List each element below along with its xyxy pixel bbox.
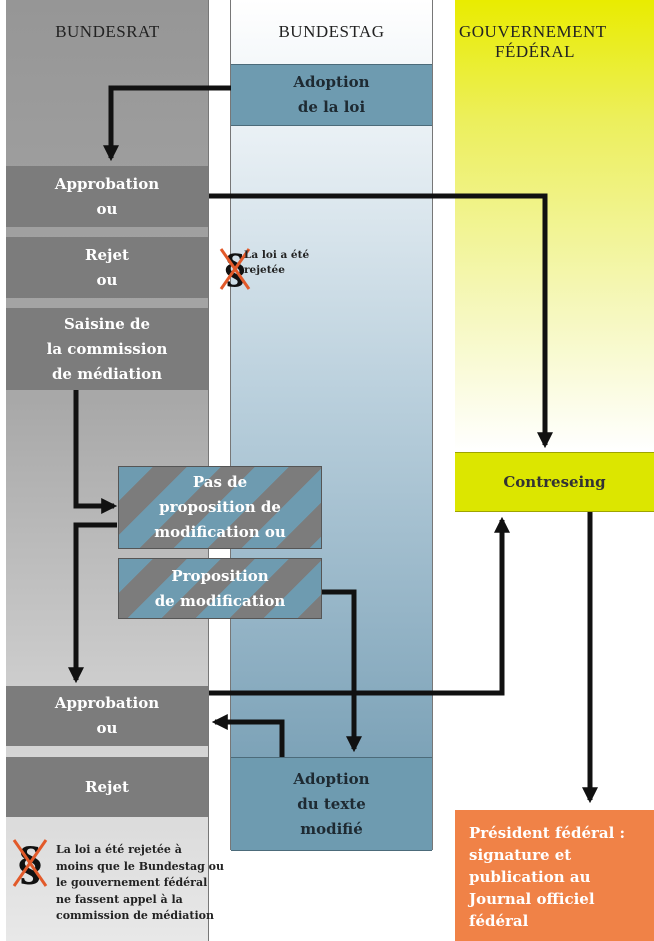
president-box: Président fédéral : signature et publica… — [455, 810, 654, 941]
approbation-box-2: Approbation ou — [6, 686, 208, 746]
rejected-note-long: La loi a été rejetée à moins que le Bund… — [56, 843, 224, 922]
proposition-box: Proposition de modification — [118, 558, 322, 619]
paragraph-crossed-icon: § — [219, 246, 251, 291]
bundestag-column — [230, 0, 433, 850]
arrow-approbation-to-contreseing-2 — [209, 516, 511, 696]
gouvernement-heading: GOUVERNEMENT FÉDÉRAL — [459, 22, 607, 61]
pas-de-proposition-box: Pas de proposition de modification ou — [118, 466, 322, 549]
rejected-note-short: La loi a été rejetée — [244, 249, 310, 276]
gouvernement-column — [455, 0, 654, 452]
rejet-box-1: Rejet ou — [6, 237, 208, 298]
arrow-approbation-to-contreseing — [209, 193, 554, 449]
arrow-mediation-to-approbation — [67, 522, 117, 684]
bundesrat-heading: BUNDESRAT — [55, 22, 160, 41]
arrow-adoption-texte-to-approbation — [211, 713, 285, 757]
contreseing-box: Contreseing — [455, 452, 654, 512]
saisine-box: Saisine de la commission de médiation — [6, 308, 208, 390]
paragraph-crossed-icon: § — [12, 837, 48, 890]
rejet-box-2: Rejet — [6, 757, 208, 817]
approbation-box-1: Approbation ou — [6, 166, 208, 227]
bundestag-heading: BUNDESTAG — [278, 22, 385, 41]
adoption-loi-box: Adoption de la loi — [231, 64, 432, 126]
arrow-adoption-to-approbation — [102, 85, 231, 162]
arrow-proposition-to-adoption-texte — [322, 589, 363, 753]
adoption-texte-box: Adoption du texte modifié — [231, 757, 432, 851]
arrow-saisine-to-pas-de-proposition — [73, 390, 118, 515]
